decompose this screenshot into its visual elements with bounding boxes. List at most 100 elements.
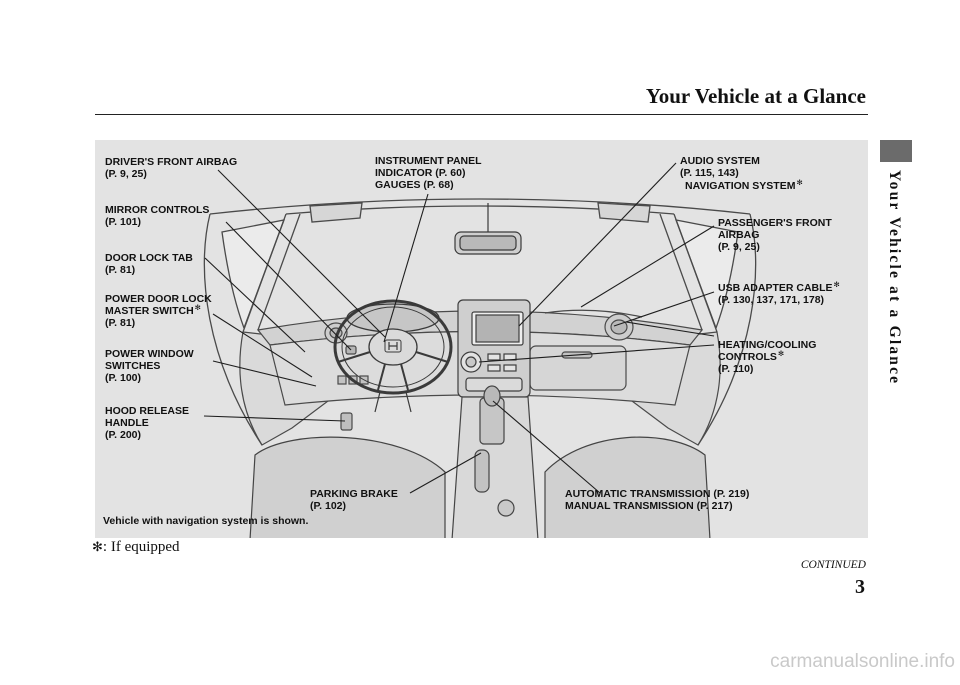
left-a-pillar-inner [257, 213, 301, 331]
label-title-line-2: CONTROLS✻ [718, 348, 816, 364]
leader-line-door-lock-tab [204, 257, 306, 353]
label-gauges-ref: GAUGES (P. 68) [375, 178, 454, 191]
leader-line-parking-brake [409, 452, 482, 494]
steering-column [374, 391, 412, 413]
label-page-ref: (P. 9, 25) [718, 240, 760, 253]
label-title: MIRROR CONTROLS [105, 204, 210, 216]
leader-line-instrument-panel [383, 193, 429, 343]
right-sun-visor [597, 202, 651, 223]
label-drivers-front-airbag: DRIVER'S FRONT AIRBAG (P. 9, 25) [105, 156, 238, 181]
label-page-ref: (P. 101) [105, 215, 141, 228]
label-page-ref: (P. 100) [105, 371, 141, 384]
equipped-footnote: ✻: If equipped [92, 539, 180, 556]
leader-line-hood-release [203, 415, 346, 422]
dash-switch-1 [337, 375, 347, 385]
climate-control-knob-center [465, 356, 477, 368]
audio-button-4 [503, 364, 517, 372]
right-body-pillar [697, 213, 757, 446]
label-page-ref: (P. 81) [105, 316, 136, 329]
label-title-line-2: MASTER SWITCH✻ [105, 304, 212, 318]
label-navigation-system: NAVIGATION SYSTEM✻ [685, 178, 803, 193]
label-manual-transmission: MANUAL TRANSMISSION (P. 217) [565, 499, 733, 512]
label-page-ref: (P. 200) [105, 428, 141, 441]
steering-wheel-emblem-mark [388, 342, 398, 350]
label-audio-system: AUDIO SYSTEM (P. 115, 143) [680, 155, 760, 180]
left-a-pillar-outer [242, 213, 287, 333]
section-tab-title: Your Vehicle at a Glance [886, 170, 903, 386]
leader-line-mirror-controls [225, 221, 352, 351]
right-a-pillar-inner [659, 213, 703, 331]
label-page-ref: (P. 81) [105, 263, 136, 276]
label-page-ref: (P. 110) [718, 362, 754, 375]
site-watermark: carmanualsonline.info [770, 651, 955, 672]
rearview-mirror-glass [459, 235, 517, 251]
if-equipped-mark: ✻ [833, 280, 840, 289]
label-page-ref: (P. 115, 143) [680, 166, 739, 179]
label-transmission: AUTOMATIC TRANSMISSION (P. 219) MANUAL T… [565, 488, 750, 513]
leader-line-drivers-airbag [217, 169, 386, 338]
right-a-pillar-outer [673, 213, 718, 333]
label-automatic-transmission: AUTOMATIC TRANSMISSION (P. 219) [565, 488, 750, 500]
gear-shift-knob [483, 385, 501, 407]
center-console [451, 396, 539, 538]
hood-release-handle [340, 412, 353, 431]
leader-line-audio-system [518, 162, 677, 327]
audio-button-1 [487, 353, 501, 361]
cabin-frame [203, 198, 757, 446]
continued-note: CONTINUED [800, 559, 866, 571]
label-mirror-controls: MIRROR CONTROLS (P. 101) [105, 204, 210, 229]
left-sun-visor [309, 202, 363, 223]
label-title: POWER WINDOW [105, 348, 194, 360]
navigation-screen [475, 314, 520, 343]
figure-caption: Vehicle with navigation system is shown. [103, 515, 309, 527]
label-page-ref: (P. 102) [310, 499, 346, 512]
label-title: HOOD RELEASE [105, 405, 190, 417]
passenger-airbag-seam [544, 309, 643, 318]
leader-line-usb-adapter [613, 291, 715, 327]
leader-line-heating-controls [478, 344, 715, 363]
leader-line-heating-vent [625, 321, 715, 337]
label-title-line-2: AIRBAG [718, 228, 760, 241]
label-title-line-2: SWITCHES [105, 359, 161, 372]
label-title: PARKING BRAKE [310, 488, 398, 500]
label-title-text: CONTROLS [718, 350, 777, 363]
rearview-mirror [454, 203, 522, 255]
if-equipped-mark: ✻ [92, 540, 103, 555]
label-title: DRIVER'S FRONT AIRBAG [105, 156, 238, 168]
label-title-text: MASTER SWITCH [105, 304, 194, 317]
steering-wheel-rim [333, 299, 453, 395]
leader-line-power-window [212, 360, 317, 387]
steering-wheel-inner-rim [341, 306, 445, 388]
label-instrument-panel: INSTRUMENT PANEL INDICATOR (P. 60) GAUGE… [375, 155, 482, 191]
footnote-text: : If equipped [102, 539, 180, 555]
label-indicator-ref: INDICATOR (P. 60) [375, 166, 466, 179]
interior-figure [95, 140, 868, 538]
label-title: HEATING/COOLING [718, 339, 817, 351]
label-power-window-switches: POWER WINDOW SWITCHES (P. 100) [105, 348, 194, 384]
driver-controls [333, 299, 453, 413]
label-title-text: USB ADAPTER CABLE [718, 282, 833, 294]
leader-line-power-door-lock [212, 313, 313, 378]
label-usb-adapter-cable: USB ADAPTER CABLE✻ (P. 130, 137, 171, 17… [718, 280, 840, 307]
label-power-door-lock-master-switch: POWER DOOR LOCK MASTER SWITCH✻ (P. 81) [105, 293, 212, 329]
label-title-line: NAVIGATION SYSTEM✻ [685, 178, 803, 193]
label-title: DOOR LOCK TAB [105, 252, 193, 264]
label-title-line-2: HANDLE [105, 416, 149, 429]
if-equipped-mark: ✻ [796, 178, 803, 187]
left-front-seat [249, 436, 446, 538]
label-title: INSTRUMENT PANEL [375, 155, 482, 167]
vehicle-interior-illustration [203, 162, 757, 538]
roof-edge [209, 198, 751, 215]
cup-holder [497, 499, 515, 517]
right-front-seat [544, 436, 711, 538]
leader-lines [203, 162, 715, 494]
center-stack [457, 299, 531, 398]
if-equipped-mark: ✻ [777, 348, 785, 358]
page-number: 3 [855, 576, 865, 598]
left-body-pillar [203, 213, 263, 446]
label-heating-cooling-controls: HEATING/COOLING CONTROLS✻ (P. 110) [718, 339, 817, 375]
label-title-text: NAVIGATION SYSTEM [685, 180, 796, 192]
label-hood-release-handle: HOOD RELEASE HANDLE (P. 200) [105, 405, 190, 441]
steering-wheel-hub [368, 328, 418, 366]
label-passengers-front-airbag: PASSENGER'S FRONT AIRBAG (P. 9, 25) [718, 217, 832, 253]
